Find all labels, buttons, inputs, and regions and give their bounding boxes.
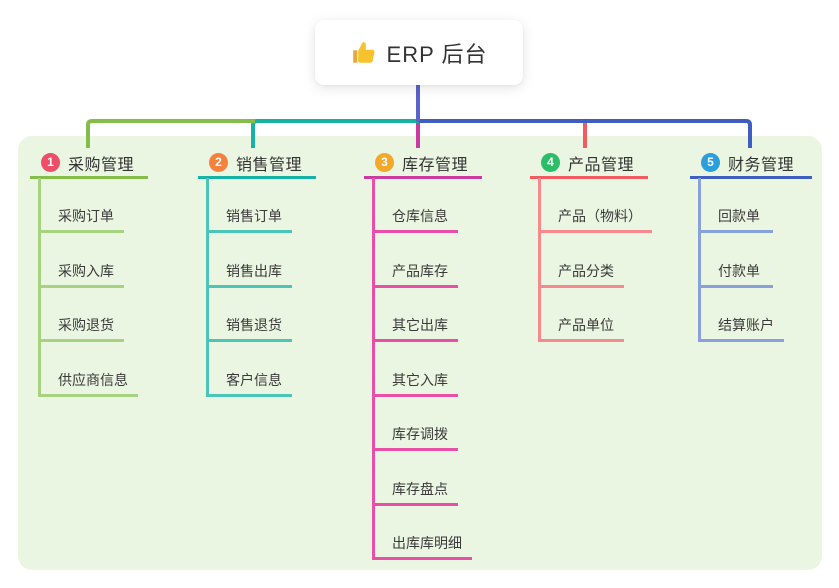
child-label: 其它入库	[392, 372, 448, 388]
branch-label: 产品管理	[568, 156, 635, 174]
child-label: 产品分类	[558, 263, 614, 279]
child-node[interactable]: 回款单	[698, 206, 773, 233]
child-label: 库存调拨	[392, 426, 448, 442]
child-node[interactable]: 销售出库	[206, 261, 292, 288]
child-label: 出库库明细	[392, 535, 462, 551]
child-node[interactable]: 出库库明细	[372, 533, 472, 560]
root-node[interactable]: ERP 后台	[315, 20, 523, 85]
branches-panel	[18, 136, 822, 570]
child-label: 回款单	[718, 208, 760, 224]
child-label: 销售退货	[226, 317, 282, 333]
child-node[interactable]: 客户信息	[206, 370, 292, 397]
child-label: 其它出库	[392, 317, 448, 333]
child-node[interactable]: 销售订单	[206, 206, 292, 233]
child-node[interactable]: 采购订单	[38, 206, 124, 233]
branch-product[interactable]: 4 产品管理	[530, 149, 648, 179]
child-node[interactable]: 产品（物料）	[538, 206, 652, 233]
child-label: 产品库存	[392, 263, 448, 279]
branch-label: 销售管理	[236, 156, 303, 174]
child-node[interactable]: 采购退货	[38, 315, 124, 342]
branch-number-badge: 5	[701, 153, 720, 172]
child-node[interactable]: 销售退货	[206, 315, 292, 342]
branch-label: 库存管理	[402, 156, 469, 174]
child-label: 产品（物料）	[558, 208, 642, 224]
child-node[interactable]: 产品单位	[538, 315, 624, 342]
branch-label: 财务管理	[728, 156, 795, 174]
child-label: 库存盘点	[392, 481, 448, 497]
branch-trunk-line	[538, 178, 541, 342]
child-label: 产品单位	[558, 317, 614, 333]
child-node[interactable]: 结算账户	[698, 315, 784, 342]
child-node[interactable]: 产品分类	[538, 261, 624, 288]
child-node[interactable]: 其它入库	[372, 370, 458, 397]
child-label: 付款单	[718, 263, 760, 279]
child-label: 采购退货	[58, 317, 114, 333]
branch-number-badge: 2	[209, 153, 228, 172]
child-node[interactable]: 库存调拨	[372, 424, 458, 451]
thumbs-up-icon	[352, 41, 374, 63]
child-label: 客户信息	[226, 372, 282, 388]
child-label: 结算账户	[718, 317, 774, 333]
child-label: 仓库信息	[392, 208, 448, 224]
child-node[interactable]: 产品库存	[372, 261, 458, 288]
child-node[interactable]: 库存盘点	[372, 479, 458, 506]
child-label: 采购订单	[58, 208, 114, 224]
child-label: 销售出库	[226, 263, 282, 279]
branch-trunk-line	[698, 178, 701, 342]
branch-finance[interactable]: 5 财务管理	[690, 149, 812, 179]
child-label: 采购入库	[58, 263, 114, 279]
child-label: 供应商信息	[58, 372, 128, 388]
child-node[interactable]: 付款单	[698, 261, 773, 288]
branch-number-badge: 3	[375, 153, 394, 172]
child-node[interactable]: 其它出库	[372, 315, 458, 342]
child-label: 销售订单	[226, 208, 282, 224]
child-node[interactable]: 采购入库	[38, 261, 124, 288]
branch-label: 采购管理	[68, 156, 135, 174]
branch-purchase[interactable]: 1 采购管理	[30, 149, 148, 179]
child-node[interactable]: 仓库信息	[372, 206, 458, 233]
branch-number-badge: 1	[41, 153, 60, 172]
branch-sales[interactable]: 2 销售管理	[198, 149, 316, 179]
branch-number-badge: 4	[541, 153, 560, 172]
branch-trunk-line	[372, 178, 375, 560]
child-node[interactable]: 供应商信息	[38, 370, 138, 397]
root-label: ERP 后台	[386, 41, 488, 67]
branch-inventory[interactable]: 3 库存管理	[364, 149, 482, 179]
